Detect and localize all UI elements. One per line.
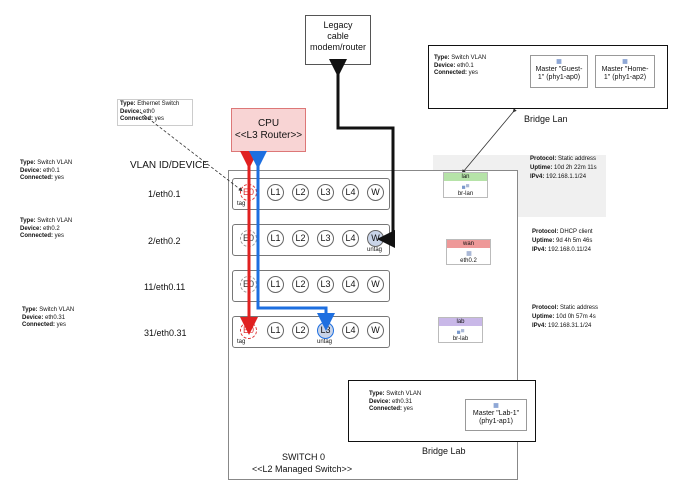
lab-status-info: Protocol: Static address Uptime: 10d 0h … xyxy=(532,305,599,329)
wifi-icon xyxy=(556,59,562,64)
interface-wan-device: eth0.2 xyxy=(460,258,477,264)
port-l4[interactable]: L4 xyxy=(342,276,359,293)
interface-lan-device: br-lan xyxy=(457,191,474,197)
ap-guest-box[interactable]: Master "Guest- 1" (phy1-ap0) xyxy=(530,55,588,88)
bridge-icon xyxy=(456,329,464,334)
tooltip-dashed-line xyxy=(139,111,243,192)
ap-lab-line1: Master "Lab-1" xyxy=(472,410,520,417)
vlan-column-header: VLAN ID/DEVICE xyxy=(130,160,209,171)
interface-wan[interactable]: wan eth0.2 xyxy=(446,239,491,265)
vlan-label-31: 31/eth0.31 xyxy=(144,328,187,338)
left-info-eth0-1: Type: Switch VLAN Device: eth0.1 Connect… xyxy=(20,160,110,183)
black-path-line xyxy=(329,59,395,248)
bridge-lan-box: Type: Switch VLAN Device: eth0.1 Connect… xyxy=(428,45,668,109)
ap-guest-line1: Master "Guest- xyxy=(535,66,583,73)
bridge-icon xyxy=(461,184,469,189)
ap-lab-line2: (phy1-ap1) xyxy=(479,418,513,425)
interface-lab[interactable]: lab br-lab xyxy=(438,317,483,343)
bridge-lan-info: Type: Switch VLAN Device: eth0.1 Connect… xyxy=(434,55,509,78)
port-w[interactable]: W xyxy=(367,322,384,339)
vlan-label-11: 11/eth0.11 xyxy=(144,282,186,292)
interface-lab-device: br-lab xyxy=(452,336,469,342)
wifi-icon xyxy=(622,59,628,64)
port-l4[interactable]: L4 xyxy=(342,322,359,339)
legacy-line1: Legacy xyxy=(323,20,353,30)
cpu-title: CPU xyxy=(257,118,280,129)
port-l3-note: untag xyxy=(317,339,333,345)
interface-lab-header: lab xyxy=(439,318,482,326)
interface-lan-header: lan xyxy=(444,173,487,181)
bridge-lab-caption: Bridge Lab xyxy=(422,446,466,456)
interface-lan[interactable]: lan br-lan xyxy=(443,172,488,198)
bridge-lan-caption: Bridge Lan xyxy=(524,114,568,124)
ap-lab-box[interactable]: Master "Lab-1" (phy1-ap1) xyxy=(465,399,527,431)
port-w[interactable]: W xyxy=(367,276,384,293)
port-e0-note: tag xyxy=(237,339,246,345)
ethernet-icon xyxy=(466,251,471,256)
ap-guest-line2: 1" (phy1-ap0) xyxy=(537,74,581,81)
ap-home-box[interactable]: Master "Home- 1" (phy1-ap2) xyxy=(595,55,655,88)
lan-status-info: Protocol: Static address Uptime: 10d 2h … xyxy=(530,156,597,180)
vlan-label-1: 1/eth0.1 xyxy=(148,189,181,199)
ethernet-switch-tooltip: Type: Ethernet Switch Device: eth0 Conne… xyxy=(117,99,193,126)
interface-wan-header: wan xyxy=(447,240,490,248)
legacy-line2: cable xyxy=(327,31,349,41)
blue-path-line xyxy=(249,151,335,331)
cpu-subtitle: <<L3 Router>> xyxy=(234,130,303,141)
switch0-subtitle: <<L2 Managed Switch>> xyxy=(252,464,353,474)
left-info-eth0-2: Type: Switch VLAN Device: eth0.2 Connect… xyxy=(20,218,110,241)
legacy-line3: modem/router xyxy=(309,42,367,52)
left-info-eth0-31: Type: Switch VLAN Device: eth0.31 Connec… xyxy=(22,307,112,330)
bridge-lab-info: Type: Switch VLAN Device: eth0.31 Connec… xyxy=(369,391,444,414)
bridge-lab-box: Type: Switch VLAN Device: eth0.31 Connec… xyxy=(348,380,536,442)
cpu-box[interactable]: CPU <<L3 Router>> xyxy=(231,108,306,152)
port-w-note: untag xyxy=(367,247,383,253)
ap-home-line1: Master "Home- xyxy=(601,66,649,73)
legacy-router-box[interactable]: Legacy cable modem/router xyxy=(305,15,371,65)
wifi-icon xyxy=(493,403,499,408)
switch0-title: SWITCH 0 xyxy=(282,452,326,462)
ap-home-line2: 1" (phy1-ap2) xyxy=(603,74,647,81)
bridge-lan-line xyxy=(461,108,517,174)
wan-status-info: Protocol: DHCP client Uptime: 9d 4h 5m 4… xyxy=(532,229,593,253)
vlan-label-2: 2/eth0.2 xyxy=(148,236,181,246)
